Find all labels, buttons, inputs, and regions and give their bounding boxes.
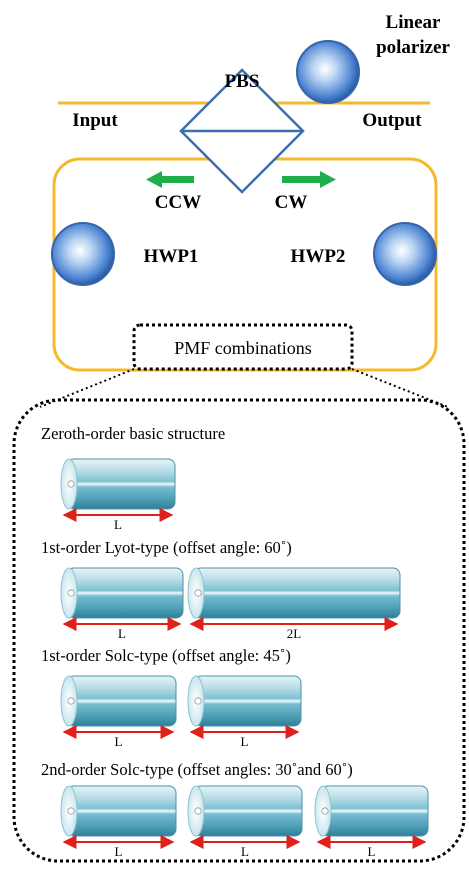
structure-title-3: 2nd-order Solc-type (offset angles: 30˚a… bbox=[41, 760, 353, 779]
callout-connector-left bbox=[39, 368, 135, 408]
hwp2-icon bbox=[373, 222, 437, 286]
linear-polarizer-label-line1: Linear bbox=[386, 12, 441, 33]
output-label: Output bbox=[362, 110, 422, 131]
pmf-fiber-segment bbox=[187, 675, 302, 727]
pmf-combinations-label: PMF combinations bbox=[174, 338, 312, 358]
linear-polarizer-icon bbox=[296, 40, 360, 104]
pmf-fiber-segment bbox=[187, 567, 401, 619]
hwp2-label: HWP2 bbox=[291, 246, 346, 267]
pmf-fiber-segment bbox=[60, 567, 184, 619]
length-label: L bbox=[114, 517, 122, 532]
pmf-fiber-segment bbox=[60, 785, 177, 837]
cw-label: CW bbox=[275, 192, 308, 213]
length-label: L bbox=[241, 844, 249, 859]
length-label: 2L bbox=[287, 626, 302, 641]
length-label: L bbox=[368, 844, 376, 859]
pmf-fiber-segment bbox=[314, 785, 429, 837]
pmf-fiber-segment bbox=[187, 785, 303, 837]
length-label: L bbox=[118, 626, 126, 641]
pmf-combinations-frame bbox=[12, 398, 466, 863]
ccw-label: CCW bbox=[155, 192, 201, 213]
hwp1-label: HWP1 bbox=[144, 246, 199, 267]
input-label: Input bbox=[72, 110, 118, 131]
structure-title-2: 1st-order Solc-type (offset angle: 45˚) bbox=[41, 646, 291, 665]
cw-arrow-icon bbox=[282, 171, 336, 188]
structure-title-1: 1st-order Lyot-type (offset angle: 60˚) bbox=[41, 538, 292, 557]
pmf-fiber-segment bbox=[60, 675, 177, 727]
pmf-fiber-segment bbox=[60, 458, 176, 510]
hwp1-icon bbox=[51, 222, 115, 286]
structure-title-0: Zeroth-order basic structure bbox=[41, 424, 225, 443]
pbs-label: PBS bbox=[225, 71, 260, 92]
pmf-combinations-box bbox=[132, 323, 354, 371]
ccw-arrow-icon bbox=[146, 171, 194, 188]
pbs-cube bbox=[179, 68, 305, 194]
length-label: L bbox=[241, 734, 249, 749]
fiber-segments: L L 2L L L L L L bbox=[60, 458, 429, 859]
linear-polarizer-label-line2: polarizer bbox=[376, 37, 450, 58]
length-label: L bbox=[115, 844, 123, 859]
length-label: L bbox=[115, 734, 123, 749]
